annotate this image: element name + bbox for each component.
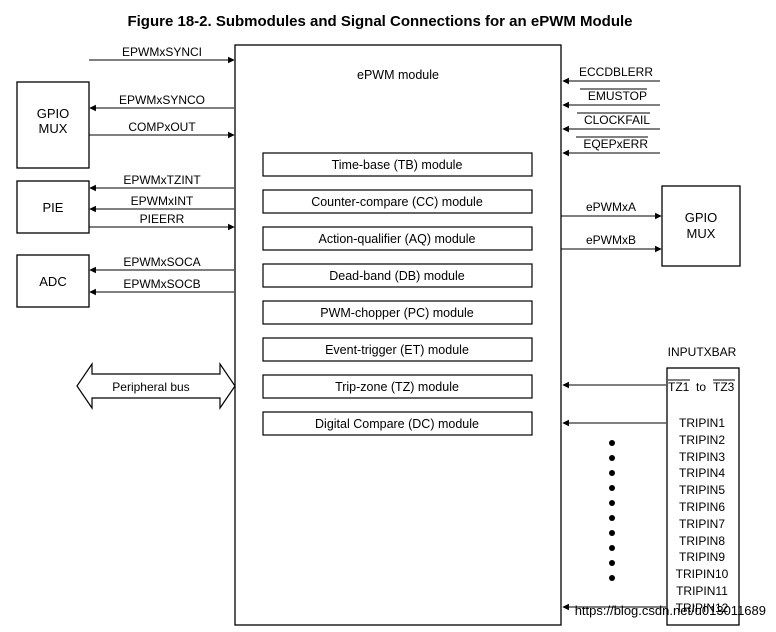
submodule-box-cc xyxy=(262,189,533,214)
submodule-box-tz xyxy=(262,374,533,399)
tz-to-label: to xyxy=(696,380,706,394)
tripin-6-label: TRIPIN6 xyxy=(679,500,725,514)
vertical-ellipsis-dots xyxy=(609,440,615,581)
pie-label: PIE xyxy=(43,200,64,215)
submodule-label-db: Dead-band (DB) module xyxy=(329,269,465,283)
signal-label-int: EPWMxINT xyxy=(131,194,194,208)
submodule-box-aq xyxy=(262,226,533,251)
inputxbar-label: INPUTXBAR xyxy=(668,345,737,359)
tripin-2-label: TRIPIN2 xyxy=(679,433,725,447)
signal-label-eqepxerr: EQEPxERR xyxy=(583,137,648,151)
tripin-5-label: TRIPIN5 xyxy=(679,483,725,497)
right-gpio-mux-label-2: MUX xyxy=(687,226,716,241)
signal-label-synci: EPWMxSYNCI xyxy=(122,45,202,59)
submodule-label-tb: Time-base (TB) module xyxy=(332,158,463,172)
epwm-module-label: ePWM module xyxy=(357,68,439,82)
tripin-4-label: TRIPIN4 xyxy=(679,466,725,480)
signal-label-soca: EPWMxSOCA xyxy=(123,255,200,269)
tripin-7-label: TRIPIN7 xyxy=(679,517,725,531)
adc-box xyxy=(16,254,90,308)
tz-first-label: TZ1 xyxy=(668,380,690,394)
signal-label-emustop: EMUSTOP xyxy=(588,89,647,103)
left-gpio-mux-box xyxy=(16,81,90,169)
signal-label-synco: EPWMxSYNCO xyxy=(119,93,205,107)
peripheral-bus-label: Peripheral bus xyxy=(112,380,189,394)
signal-label-eccdblerr: ECCDBLERR xyxy=(579,65,653,79)
peripheral-bus-double-arrow xyxy=(76,362,236,410)
adc-label: ADC xyxy=(39,274,66,289)
tripin-3-label: TRIPIN3 xyxy=(679,450,725,464)
submodule-label-aq: Action-qualifier (AQ) module xyxy=(318,232,475,246)
submodule-label-tz: Trip-zone (TZ) module xyxy=(335,380,459,394)
submodule-box-et xyxy=(262,337,533,362)
tripin-list: TRIPIN1 TRIPIN2 TRIPIN3 TRIPIN4 TRIPIN5 … xyxy=(676,416,729,615)
submodule-label-cc: Counter-compare (CC) module xyxy=(311,195,483,209)
signal-label-tzint: EPWMxTZINT xyxy=(123,173,201,187)
tripin-10-label: TRIPIN10 xyxy=(676,567,729,581)
signal-label-epwmb: ePWMxB xyxy=(586,233,636,247)
submodules-group: Time-base (TB) module Counter-compare (C… xyxy=(262,152,533,436)
submodule-box-dc xyxy=(262,411,533,436)
submodule-label-dc: Digital Compare (DC) module xyxy=(315,417,479,431)
signal-label-clockfail: CLOCKFAIL xyxy=(584,113,650,127)
tripin-12-label: TRIPIN12 xyxy=(676,601,729,615)
submodule-label-et: Event-trigger (ET) module xyxy=(325,343,469,357)
tripin-9-label: TRIPIN9 xyxy=(679,550,725,564)
left-signal-lines xyxy=(89,56,235,296)
left-gpio-mux-label-1: GPIO xyxy=(37,106,70,121)
pie-box xyxy=(16,180,90,234)
figure-title: Figure 18-2. Submodules and Signal Conne… xyxy=(127,13,632,30)
epwm-module-box xyxy=(234,44,562,626)
right-gpio-mux-label-1: GPIO xyxy=(685,210,718,225)
submodule-box-pc xyxy=(262,300,533,325)
inputxbar-arrows xyxy=(562,381,666,611)
submodule-label-pc: PWM-chopper (PC) module xyxy=(320,306,474,320)
tripin-1-label: TRIPIN1 xyxy=(679,416,725,430)
right-output-lines xyxy=(561,212,662,253)
tripin-8-label: TRIPIN8 xyxy=(679,534,725,548)
inputxbar-box xyxy=(666,367,740,626)
signal-label-epwma: ePWMxA xyxy=(586,200,636,214)
tripin-11-label: TRIPIN11 xyxy=(676,584,728,598)
watermark-text: https://blog.csdn.net/u013011689 xyxy=(575,603,766,618)
right-gpio-mux-box xyxy=(661,185,741,267)
submodule-box-db xyxy=(262,263,533,288)
left-gpio-mux-label-2: MUX xyxy=(39,121,68,136)
right-input-lines xyxy=(562,77,660,157)
tz-last-label: TZ3 xyxy=(713,380,735,394)
signal-label-pieerr: PIEERR xyxy=(140,212,185,226)
signal-label-compout: COMPxOUT xyxy=(128,120,196,134)
submodule-box-tb xyxy=(262,152,533,177)
signal-label-socb: EPWMxSOCB xyxy=(123,277,200,291)
